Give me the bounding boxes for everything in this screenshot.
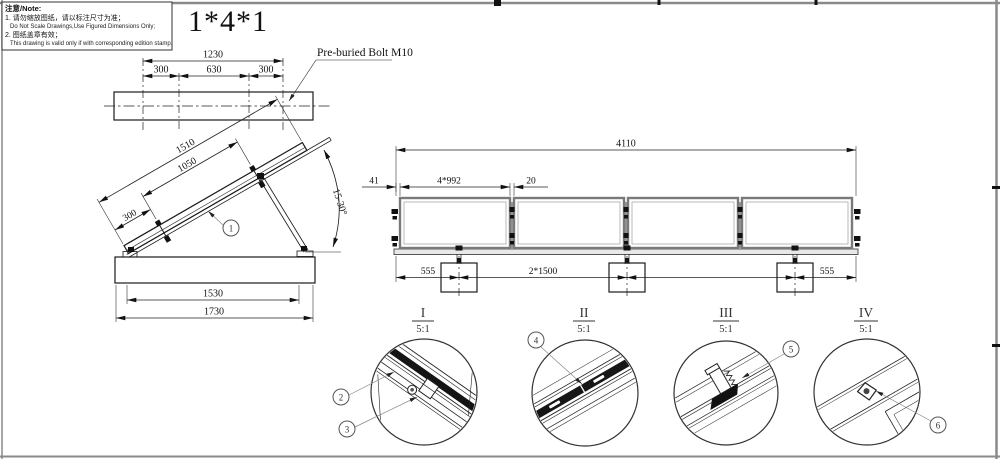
detail-2-label: II 5:1 <box>573 305 595 335</box>
fold-mark <box>657 0 661 5</box>
fold-mark <box>992 344 1000 347</box>
side-view: 300 1050 1510 15-30° 1 <box>96 95 349 322</box>
dim-1050: 1050 <box>176 155 199 175</box>
concrete-base <box>114 256 316 284</box>
dim-300-right: 300 <box>259 65 274 76</box>
dim-4110: 4110 <box>616 139 636 150</box>
mid-clamps <box>509 202 743 248</box>
callout-6: 6 <box>875 390 947 434</box>
callout-2-number: 2 <box>339 392 344 402</box>
dim-41: 41 <box>369 177 379 187</box>
fold-mark-center <box>494 0 501 6</box>
dim-1510: 1510 <box>174 137 197 157</box>
dim-630: 630 <box>207 65 222 76</box>
dim-555-left: 555 <box>421 267 436 277</box>
note-item1-zh: 1. 请勿缩放图纸，请以标注尺寸为准； <box>5 13 125 22</box>
detail-1-label: I 5:1 <box>412 305 434 335</box>
callout-5-number: 5 <box>789 344 794 354</box>
note-item1-en: Do Not Scale Drawings,Use Figured Dimens… <box>10 24 155 30</box>
detail-4-label: IV 5:1 <box>854 305 878 335</box>
detail-1-scale: 5:1 <box>416 324 429 335</box>
detail-2-scale: 5:1 <box>577 324 590 335</box>
panel-edge <box>123 141 308 255</box>
note-box: 注意/Note: 1. 请勿缩放图纸，请以标注尺寸为准； Do Not Scal… <box>1 1 173 51</box>
detail-1-view <box>370 338 478 446</box>
clamp-base-plate <box>710 383 738 411</box>
end-clamps <box>391 209 861 247</box>
detail-3-roman: III <box>719 305 733 320</box>
pv-panels <box>398 196 854 250</box>
detail-4-view <box>813 338 921 446</box>
rail-splice-joint <box>579 384 586 393</box>
rear-leg <box>257 173 314 257</box>
fold-mark <box>992 186 1000 189</box>
detail-1-roman: I <box>421 305 426 320</box>
pv-panel-4 <box>740 196 854 250</box>
callout-4: 4 <box>527 331 583 385</box>
detail-3-label: III 5:1 <box>713 305 739 335</box>
detail-4-roman: IV <box>859 305 873 320</box>
callout-3-number: 3 <box>345 424 350 434</box>
dim-1530: 1530 <box>203 289 223 300</box>
detail-views: I 5:1 II 5:1 III 5:1 IV 5:1 <box>332 305 947 447</box>
detail-4-scale: 5:1 <box>859 324 872 335</box>
dim-1730: 1730 <box>204 307 224 318</box>
detail-2-view <box>531 339 639 447</box>
callout-6-number: 6 <box>936 420 941 430</box>
pv-panel-2 <box>512 196 626 250</box>
serrated-edge <box>723 370 738 386</box>
bolt-leader-line <box>288 59 317 102</box>
pre-buried-bolt-label: Pre-buried Bolt M10 <box>317 47 413 59</box>
callout-3: 3 <box>338 396 418 438</box>
clamp-bracket <box>418 377 440 400</box>
tilted-panel-assembly: 300 1050 1510 <box>96 95 332 258</box>
detail-2-roman: II <box>580 305 589 320</box>
detail-3-view <box>673 340 779 446</box>
dim-2x1500: 2*1500 <box>529 267 558 277</box>
dim-20: 20 <box>526 177 536 187</box>
detail-3-scale: 5:1 <box>719 324 732 335</box>
pv-panel-3 <box>626 196 740 250</box>
callout-5: 5 <box>741 340 800 379</box>
dim-300-left: 300 <box>154 65 169 76</box>
angle-arc <box>323 149 340 248</box>
angle-label: 15-30° <box>330 188 349 217</box>
front-view: 4110 41 4*992 20 555 2*1500 555 <box>362 139 861 299</box>
note-item2-zh: 2. 图纸盖章有效； <box>5 30 62 39</box>
callout-2: 2 <box>332 371 395 406</box>
fold-mark <box>814 0 818 5</box>
dim-300-slope: 300 <box>121 208 139 224</box>
top-view: 1230 300 630 300 Pre-buried Bolt M10 <box>104 47 413 131</box>
callout-4-number: 4 <box>534 335 539 345</box>
dim-555-right: 555 <box>820 267 835 277</box>
sheet-title: 1*4*1 <box>188 5 268 38</box>
note-header: 注意/Note: <box>5 3 41 13</box>
callout-1: 1 <box>207 210 240 237</box>
note-item2-en: This drawing is valid only if with corre… <box>10 41 173 47</box>
callout-1-number: 1 <box>229 223 234 233</box>
dim-4x992: 4*992 <box>437 177 461 187</box>
pv-panel-1 <box>398 196 512 250</box>
support-bolt-front <box>154 219 172 243</box>
dim-1230: 1230 <box>203 50 223 61</box>
